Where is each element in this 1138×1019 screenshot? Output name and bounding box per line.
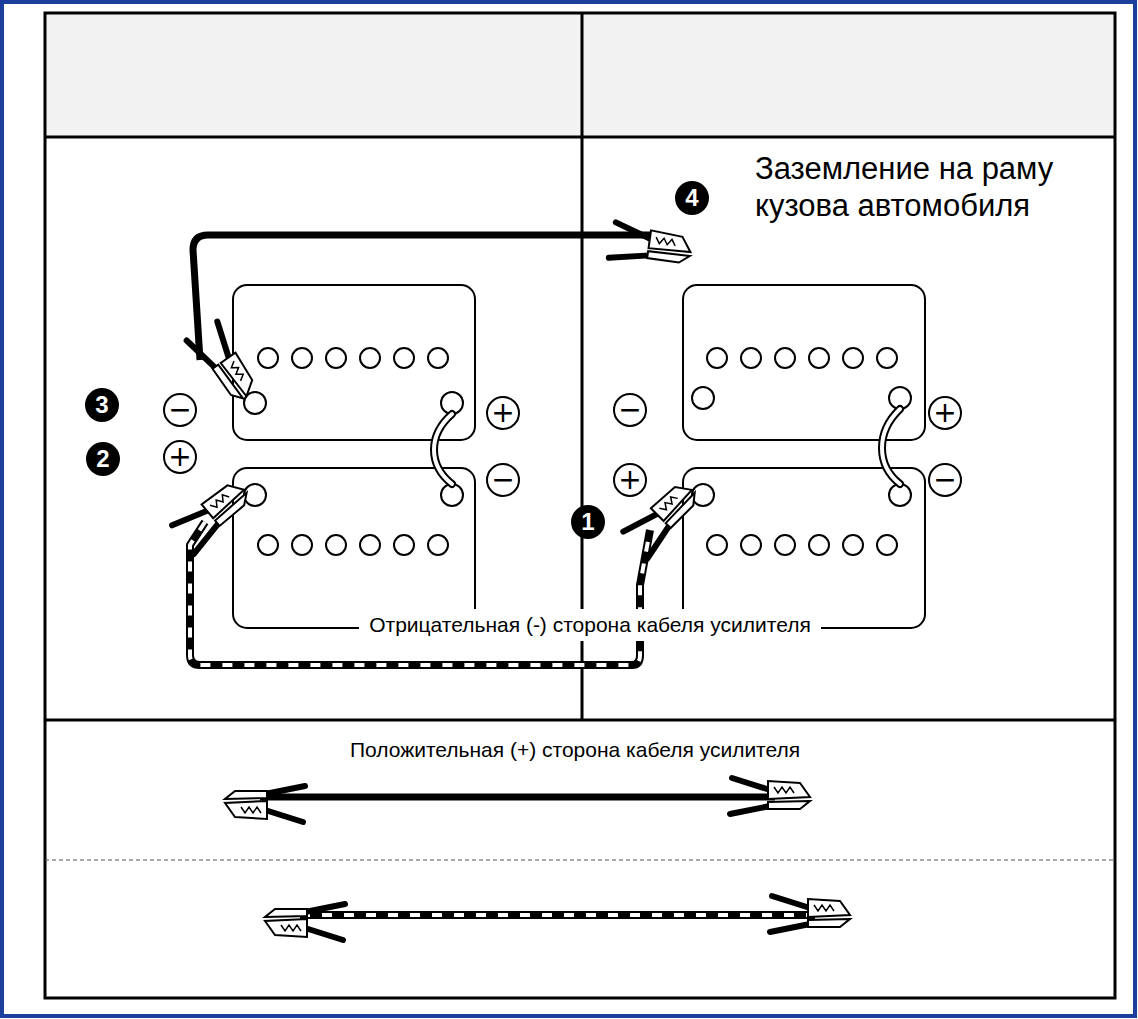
label-text: 1 bbox=[581, 510, 594, 534]
callout-number: 3 bbox=[85, 388, 119, 422]
label-text: 3 bbox=[95, 393, 108, 417]
callout-number: 1 bbox=[571, 505, 605, 539]
label-text: + bbox=[618, 466, 641, 494]
label-text: − bbox=[491, 466, 514, 494]
terminal-symbol: − bbox=[928, 463, 962, 497]
label-text: Отрицательная (-) сторона кабеля усилите… bbox=[369, 613, 811, 636]
label-text: + bbox=[933, 399, 956, 427]
terminal-symbol: − bbox=[613, 393, 647, 427]
label-text: − bbox=[933, 466, 956, 494]
terminal-symbol: + bbox=[163, 440, 197, 474]
cable-label: Положительная (+) сторона кабеля усилите… bbox=[340, 734, 810, 766]
terminal-symbol: − bbox=[486, 463, 520, 497]
ground-label: Заземление на раму кузова автомобиля bbox=[755, 150, 1055, 224]
label-text: Заземление на раму кузова автомобиля bbox=[755, 151, 1053, 223]
callout-number: 2 bbox=[86, 442, 120, 476]
label-text: 2 bbox=[96, 447, 109, 471]
label-text: − bbox=[618, 396, 641, 424]
terminal-symbol: + bbox=[928, 396, 962, 430]
label-text: + bbox=[168, 443, 191, 471]
terminal-symbol: + bbox=[613, 463, 647, 497]
label-text: − bbox=[168, 396, 191, 424]
cable-label: Отрицательная (-) сторона кабеля усилите… bbox=[359, 609, 821, 641]
terminal-symbol: − bbox=[163, 393, 197, 427]
terminal-symbol: + bbox=[486, 396, 520, 430]
label-text: Положительная (+) сторона кабеля усилите… bbox=[350, 738, 800, 761]
callout-number: 4 bbox=[675, 181, 709, 215]
label-text: 4 bbox=[685, 186, 698, 210]
label-text: + bbox=[491, 399, 514, 427]
